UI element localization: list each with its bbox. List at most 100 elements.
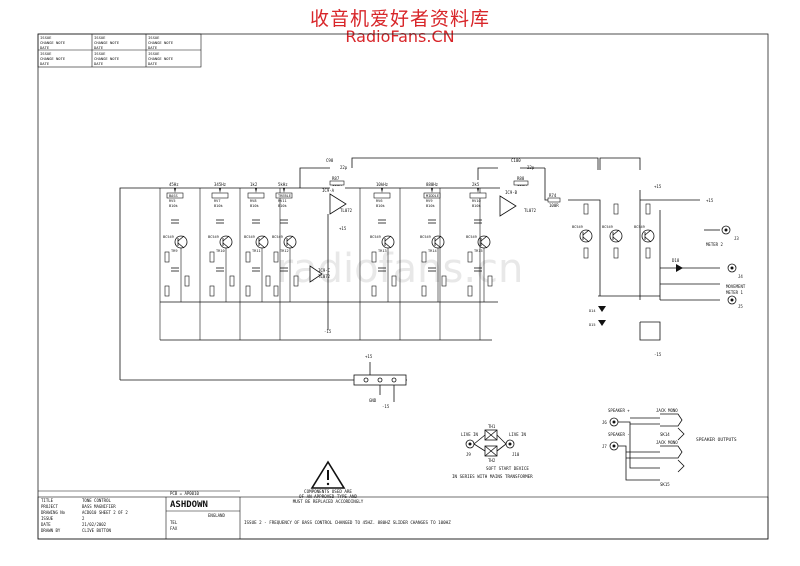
svg-text:JACK MONO: JACK MONO <box>656 440 678 445</box>
revision-cell: CHANGE NOTE <box>40 40 66 45</box>
svg-text:-15: -15 <box>654 352 662 357</box>
svg-text:RV8: RV8 <box>250 199 257 203</box>
svg-text:MOVEMENT: MOVEMENT <box>726 284 746 289</box>
svg-text:MIDDLE: MIDDLE <box>426 194 439 198</box>
svg-text:BC549: BC549 <box>208 235 219 239</box>
svg-text:D18: D18 <box>672 258 680 263</box>
output-transistor: BC549 <box>634 203 655 259</box>
svg-text:JACK MONO: JACK MONO <box>656 408 678 413</box>
svg-text:COMPONENTS USED ARE: COMPONENTS USED ARE <box>304 489 352 494</box>
svg-text:OF AN APPROVED TYPE AND: OF AN APPROVED TYPE AND <box>299 494 357 499</box>
svg-text:+15: +15 <box>654 184 662 189</box>
svg-text:TR13: TR13 <box>378 249 387 253</box>
title-label: ISSUE <box>41 516 54 521</box>
svg-text:-15: -15 <box>324 329 332 334</box>
svg-text:+15: +15 <box>339 226 347 231</box>
svg-text:SK15: SK15 <box>660 482 670 487</box>
svg-text:J4: J4 <box>738 274 743 279</box>
revision-cell: ISSUE <box>94 51 106 56</box>
svg-text:SOFT START DEVICE: SOFT START DEVICE <box>486 466 529 471</box>
revision-cell: DATE <box>148 61 158 66</box>
rail-labels: +15 +15 -15 +15 -15 +15 GND -15 <box>324 184 714 409</box>
svg-text:BC549: BC549 <box>244 235 255 239</box>
svg-text:22p: 22p <box>340 165 348 170</box>
warning-text: COMPONENTS USED ARE OF AN APPROVED TYPE … <box>293 489 364 504</box>
svg-text:+15: +15 <box>706 198 714 203</box>
title-value: CLIVE BUTTON <box>82 528 111 533</box>
svg-text:ASHDOWN: ASHDOWN <box>170 500 208 510</box>
watermark-en: RadioFans.CN <box>345 27 455 46</box>
svg-text:TL072: TL072 <box>340 208 353 213</box>
svg-text:METER 2: METER 2 <box>706 242 723 247</box>
revision-cell: CHANGE NOTE <box>94 40 120 45</box>
svg-text:22p: 22p <box>527 165 535 170</box>
svg-text:SPEAKER OUTPUTS: SPEAKER OUTPUTS <box>696 437 737 443</box>
revision-cell: CHANGE NOTE <box>148 40 174 45</box>
title-label: PROJECT <box>41 504 58 509</box>
revision-cell: DATE <box>40 45 50 50</box>
svg-text:BC549: BC549 <box>370 235 381 239</box>
soft-start-device: LIVE IN LIVE IN J9 J10 TH1 TH2 SOFT STAR… <box>452 424 533 479</box>
revision-cell: CHANGE NOTE <box>94 56 120 61</box>
svg-text:BC549: BC549 <box>572 225 583 229</box>
opamp-ic9b: IC9-B TL072 <box>499 190 537 217</box>
svg-text:TL072: TL072 <box>524 208 537 213</box>
circuit-wiring <box>119 157 720 381</box>
svg-text:BC549: BC549 <box>466 235 477 239</box>
revision-cell: DATE <box>148 45 158 50</box>
meter-jacks: METER 2 MOVEMENT METER 1 J3 J4 J5 D18 <box>672 225 746 309</box>
svg-text:R87: R87 <box>332 176 340 181</box>
revision-cell: ISSUE <box>40 35 52 40</box>
svg-text:D15: D15 <box>589 323 596 327</box>
svg-text:BC549: BC549 <box>272 235 283 239</box>
feedback-parts: C98 22p R87 100K C100 22p R88 100K R74 1… <box>326 158 561 208</box>
svg-text:5kHz: 5kHz <box>278 182 288 187</box>
svg-text:BC549: BC549 <box>163 235 174 239</box>
svg-text:TH2: TH2 <box>488 458 496 463</box>
svg-text:J5: J5 <box>738 304 743 309</box>
svg-text:100R: 100R <box>549 203 559 208</box>
svg-text:RV11: RV11 <box>278 199 287 203</box>
revision-cell: ISSUE <box>94 35 106 40</box>
title-block: PCB = AP0010 ASHDOWN ENGLAND TEL FAX ISS… <box>37 490 769 540</box>
svg-text:J9: J9 <box>466 452 471 457</box>
svg-text:R88: R88 <box>517 176 525 181</box>
svg-text:TR9: TR9 <box>171 249 178 253</box>
svg-text:TR15: TR15 <box>474 249 483 253</box>
svg-text:GND: GND <box>369 398 377 403</box>
revision-cell: ISSUE <box>40 51 52 56</box>
svg-text:TL072: TL072 <box>318 274 331 279</box>
title-label: TITLE <box>41 498 54 503</box>
watermark-cn: 收音机爱好者资料库 <box>309 8 490 30</box>
svg-text:BASS: BASS <box>169 194 178 198</box>
svg-text:C98: C98 <box>326 158 334 163</box>
svg-text:IN SERIES WITH MAINS TRANSFORM: IN SERIES WITH MAINS TRANSFORMER <box>452 474 533 479</box>
svg-text:IC9-C: IC9-C <box>318 268 331 273</box>
svg-text:ISSUE 2 - FREQUENCY OF BASS CO: ISSUE 2 - FREQUENCY OF BASS CONTROL CHAN… <box>244 520 451 525</box>
revision-cell: ISSUE <box>148 51 160 56</box>
svg-text:IC9-A: IC9-A <box>322 188 335 193</box>
title-label: DRAWING No <box>41 510 66 515</box>
svg-text:1k2: 1k2 <box>250 182 258 187</box>
speaker-outputs: SPEAKER + SPEAKER - J6 J7 JACK MONO JACK… <box>602 408 737 487</box>
svg-text:+15: +15 <box>365 354 373 359</box>
svg-text:SK14: SK14 <box>660 432 670 437</box>
revision-cell: ISSUE <box>148 35 160 40</box>
svg-text:SPEAKER +: SPEAKER + <box>608 408 630 413</box>
title-value: ACD010 SHEET 2 OF 2 <box>82 510 128 515</box>
title-value: TONE CONTROL <box>82 498 111 503</box>
svg-text:TREBLE: TREBLE <box>278 194 291 198</box>
svg-text:J10: J10 <box>512 452 520 457</box>
svg-text:TR11: TR11 <box>252 249 261 253</box>
svg-text:B10k: B10k <box>376 204 385 208</box>
svg-text:B10k: B10k <box>214 204 223 208</box>
svg-text:10kHz: 10kHz <box>376 182 389 187</box>
svg-text:RV10: RV10 <box>472 199 481 203</box>
svg-text:-15: -15 <box>382 404 390 409</box>
svg-text:TH1: TH1 <box>488 424 496 429</box>
svg-text:RV9: RV9 <box>426 199 433 203</box>
revision-cell: DATE <box>94 61 104 66</box>
